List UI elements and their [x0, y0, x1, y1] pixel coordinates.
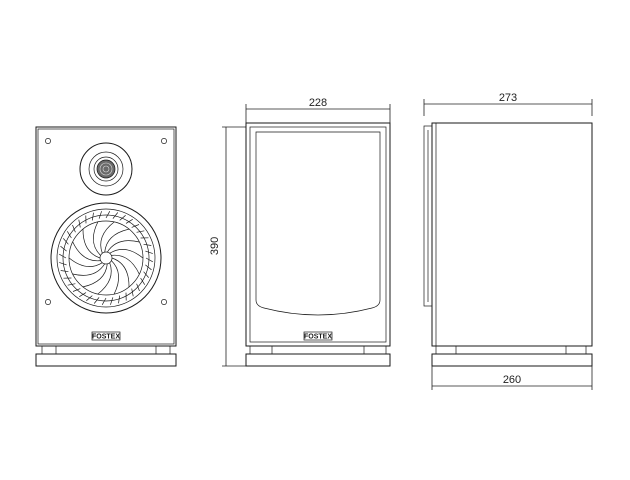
woofer-vane: [72, 263, 105, 276]
woofer-vane: [109, 249, 144, 259]
woofer-surround-mark: [131, 288, 134, 297]
rear-foot-right: [363, 345, 387, 355]
woofer-surround-mark: [91, 212, 94, 221]
woofer-vane: [68, 257, 103, 267]
front-width-label: 228: [309, 97, 327, 109]
height-dimension: 390: [209, 126, 246, 367]
depth-total-label: 273: [499, 92, 517, 104]
front-foot-right: [155, 345, 171, 355]
rear-grille-panel: [255, 131, 381, 316]
height-label: 390: [209, 237, 221, 255]
front-cabinet: [35, 126, 177, 347]
woofer-surround-mark: [59, 262, 67, 266]
front-logo-box: [91, 331, 121, 341]
woofer-vane: [100, 221, 115, 254]
woofer-vane: [82, 263, 108, 288]
rear-cabinet: [245, 122, 391, 347]
woofer-vane: [107, 240, 140, 253]
woofer-vane: [93, 221, 101, 256]
side-cabinet: [431, 122, 593, 347]
front-view: FOSTEX: [35, 126, 177, 367]
front-cabinet-inner-edge: [37, 128, 175, 345]
woofer-surround-mark: [86, 295, 93, 301]
woofer-surround-mark: [105, 211, 111, 219]
woofer-vane: [82, 228, 101, 259]
tweeter: [79, 142, 133, 196]
woofer-surround-mark: [63, 238, 69, 245]
woofer-surround-mark: [125, 219, 133, 224]
front-base-plate: [35, 353, 177, 367]
rear-view: 228 FOSTEX: [245, 97, 391, 367]
rear-base-plate: [245, 353, 391, 367]
depth-base-label: 260: [503, 374, 521, 386]
woofer-surround-mark: [60, 245, 67, 252]
rear-logo-box: [303, 331, 333, 341]
woofer-vane: [97, 262, 112, 295]
woofer-vane: [72, 241, 101, 262]
woofer-surround-mark: [143, 243, 152, 246]
woofer-surround-mark: [136, 230, 145, 233]
woofer-surround-mark: [72, 288, 81, 292]
screw-bottom-right: [161, 299, 167, 305]
rear-logo-text: FOSTEX: [304, 334, 332, 341]
woofer-surround-mark: [112, 212, 119, 219]
woofer-surround-mark: [79, 292, 87, 297]
side-foot-rear: [565, 345, 587, 355]
woofer-surround-mark: [145, 257, 153, 263]
woofer-surround-mark: [131, 224, 140, 228]
woofer-surround-mark: [136, 283, 140, 292]
woofer-surround-mark: [98, 211, 102, 219]
woofer-surround-mark: [67, 283, 76, 286]
woofer-surround-mark: [143, 271, 149, 278]
woofer-surround-mark: [110, 297, 114, 305]
woofer-surround-mark: [145, 264, 152, 271]
woofer-surround-mark: [72, 224, 76, 233]
woofer-surround-mark: [118, 295, 121, 304]
woofer-surround-mark: [67, 231, 72, 239]
screw-bottom-left: [45, 299, 51, 305]
side-view: 273 260: [423, 92, 593, 390]
woofer: [50, 202, 162, 314]
front-logo-text: FOSTEX: [92, 334, 120, 341]
woofer-surround-mark: [145, 250, 153, 254]
woofer-surround-mark: [93, 297, 100, 304]
front-foot-left: [41, 345, 57, 355]
screw-top-right: [161, 138, 167, 144]
side-base-plate: [431, 353, 593, 367]
woofer-surround-mark: [101, 297, 107, 305]
rear-grille-frame: [249, 126, 387, 343]
screw-top-left: [45, 138, 51, 144]
woofer-surround-mark: [140, 277, 145, 285]
side-foot-front: [435, 345, 457, 355]
rear-foot-left: [249, 345, 273, 355]
woofer-vane: [104, 228, 130, 253]
woofer-vane: [111, 254, 140, 275]
woofer-surround-mark: [119, 215, 126, 221]
woofer-vane: [111, 260, 119, 295]
woofer-vane: [111, 257, 130, 288]
woofer-surround-mark: [60, 270, 69, 273]
woofer-surround-mark: [78, 219, 81, 228]
woofer-surround-mark: [59, 253, 67, 259]
